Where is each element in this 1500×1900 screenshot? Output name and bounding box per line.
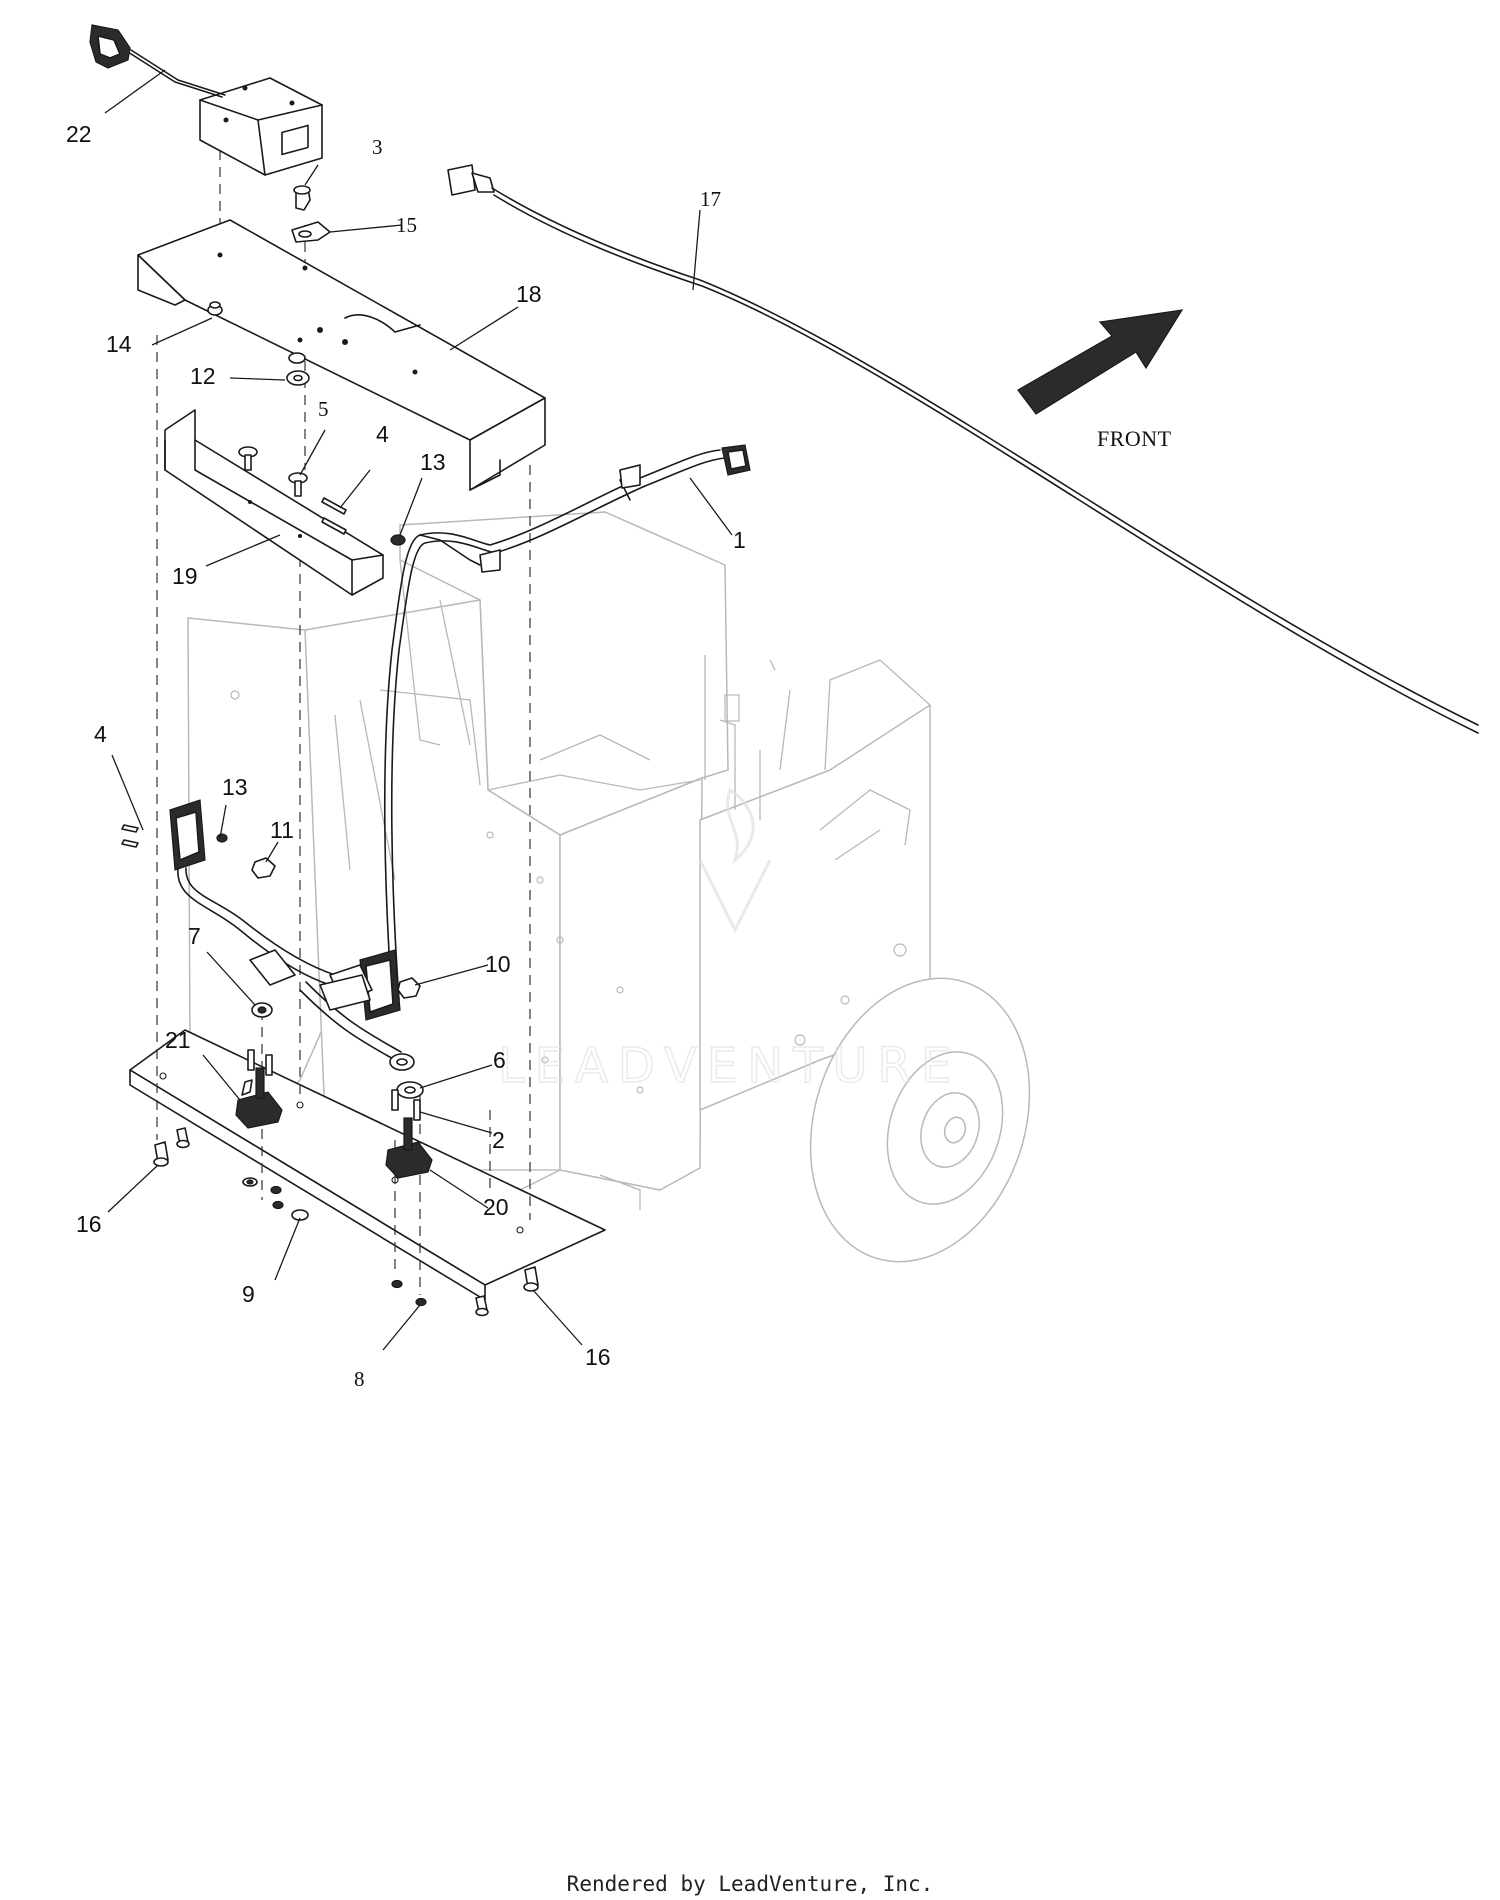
callout-13-lower: 13 [222,774,248,800]
callout-17: 17 [700,187,721,211]
bottom-bolts-16 [153,1127,539,1317]
nut-14 [207,301,223,316]
bolt-3 [293,185,311,211]
leader-lines [104,69,733,1351]
washer-7 [251,1002,273,1018]
front-label: FRONT [1097,426,1172,451]
callout-10: 10 [485,951,511,977]
callout-19: 19 [172,563,198,589]
bottom-nuts-9 [242,1177,309,1221]
callout-3: 3 [372,135,383,159]
callout-11: 11 [270,817,294,843]
front-arrow: FRONT [1017,309,1184,451]
extension-cord-17 [447,164,1479,734]
washer-6 [396,1081,424,1099]
callout-14: 14 [106,331,132,357]
callout-8: 8 [354,1367,365,1391]
clip-15 [291,221,331,243]
wheel [809,977,1031,1263]
callout-22: 22 [66,121,92,147]
callout-21: 21 [165,1027,191,1053]
callout-4-lower: 4 [94,721,107,747]
bottom-nuts-8 [391,1279,427,1307]
callout-13-upper: 13 [420,449,446,475]
callout-18: 18 [516,281,542,307]
callout-2: 2 [492,1127,505,1153]
callouts: 22 3 15 17 18 14 12 5 4 13 1 19 4 13 11 … [66,121,746,1391]
bracket-18 [137,219,546,491]
callout-6: 6 [493,1047,506,1073]
callout-4-upper: 4 [376,421,389,447]
bracket-19 [164,409,384,596]
callout-16-right: 16 [585,1344,611,1370]
footer-credit: Rendered by LeadVenture, Inc. [566,1872,934,1896]
callout-20: 20 [483,1194,509,1220]
bolts-5 [238,446,308,497]
nut-13-upper [390,534,406,546]
nut-10 [397,977,421,999]
screws-4-upper [321,497,347,535]
chassis-frame [187,511,1031,1263]
callout-12: 12 [190,363,216,389]
callout-5: 5 [318,397,329,421]
callout-1: 1 [733,527,746,553]
nut-11 [251,857,276,879]
callout-16-left: 16 [76,1211,102,1237]
callout-7: 7 [188,923,201,949]
callout-15: 15 [396,213,417,237]
watermark-text: LEADVENTURE [498,1038,961,1094]
connector-lower-left [121,824,228,848]
battery-cable [169,799,415,1071]
terminal-20 [385,1089,433,1179]
watermark-logo: LEADVENTURE [497,787,961,1095]
wire-harness-1 [359,444,751,1021]
callout-9: 9 [242,1281,255,1307]
terminal-21 [235,1049,283,1129]
charger-unit [89,24,323,176]
washer-12 [286,352,310,386]
